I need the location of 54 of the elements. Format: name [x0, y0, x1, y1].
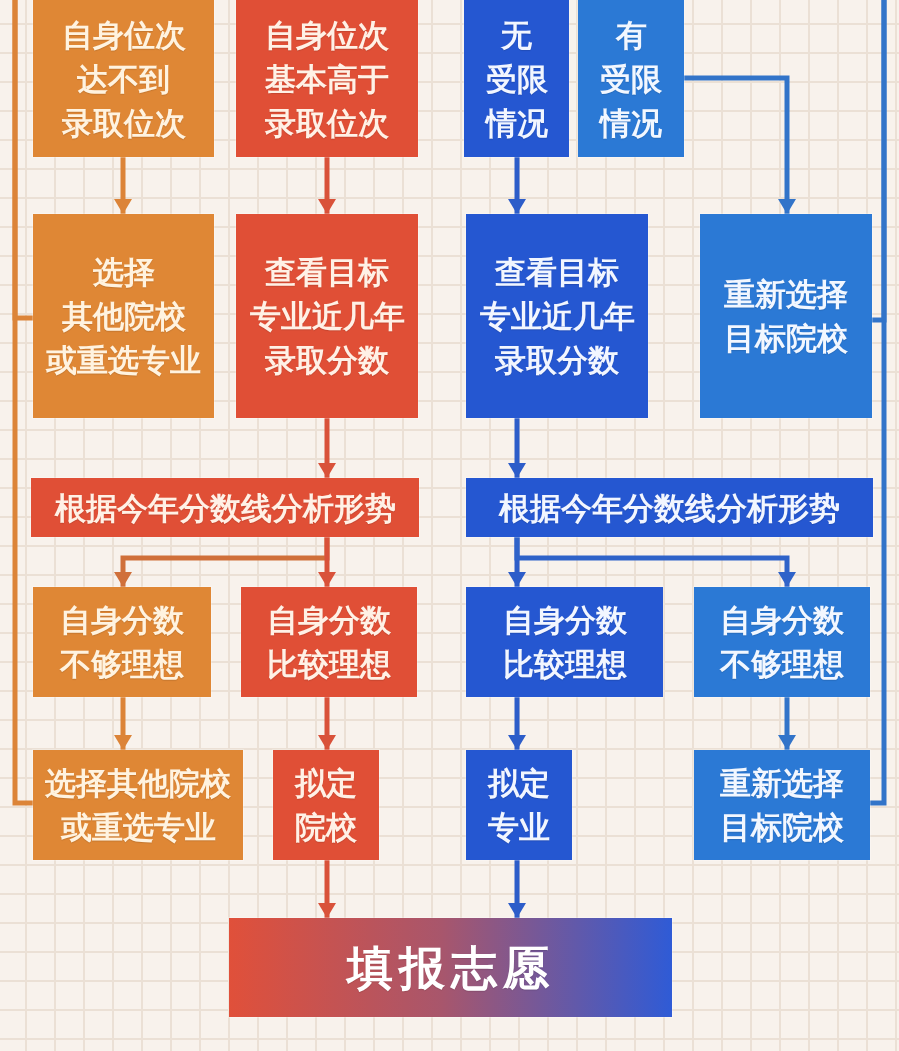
analysis-bar [31, 478, 419, 537]
step-label: 拟定院校 [295, 764, 357, 847]
condition-label: 自身位次基本高于录取位次 [265, 15, 389, 143]
step-box [33, 214, 214, 418]
arrow [318, 418, 336, 478]
step-box [466, 214, 648, 418]
arrow [508, 157, 526, 214]
step-box [694, 750, 870, 860]
analysis-label: 根据今年分数线分析形势 [499, 488, 840, 528]
result-label: 填报志愿 [346, 939, 555, 996]
connector-line [12, 0, 33, 806]
arrow [508, 860, 526, 918]
step-label: 查看目标专业近几年录取分数 [249, 253, 405, 380]
condition-box [694, 587, 870, 697]
arrow [514, 537, 796, 587]
arrow [318, 697, 336, 750]
arrow [318, 860, 336, 918]
condition-label: 自身分数不够理想 [60, 601, 184, 684]
condition-box [33, 587, 211, 697]
arrow [114, 697, 132, 750]
condition-label: 自身分数比较理想 [267, 601, 391, 684]
condition-box [241, 587, 417, 697]
arrow [318, 537, 336, 587]
step-label: 重新选择目标院校 [720, 764, 844, 847]
arrow [778, 697, 796, 750]
result-box [229, 918, 672, 1017]
analysis-label: 根据今年分数线分析形势 [54, 488, 396, 528]
arrow [114, 157, 132, 214]
arrow [508, 418, 526, 478]
step-box [700, 214, 872, 418]
step-label: 拟定专业 [488, 764, 550, 847]
condition-box [236, 0, 418, 157]
condition-box [464, 0, 569, 157]
arrow [508, 697, 526, 750]
arrow [684, 75, 796, 214]
step-label: 选择其他院校或重选专业 [45, 764, 231, 847]
condition-label: 有受限情况 [600, 15, 662, 143]
step-label: 重新选择目标院校 [724, 275, 848, 358]
arrow [318, 157, 336, 214]
condition-label: 自身位次达不到录取位次 [61, 15, 186, 143]
condition-box [33, 0, 214, 157]
step-box [33, 750, 243, 860]
condition-label: 无受限情况 [485, 15, 548, 143]
analysis-bar [466, 478, 873, 537]
condition-label: 自身分数不够理想 [720, 601, 844, 684]
condition-label: 自身分数比较理想 [502, 601, 627, 684]
step-box [273, 750, 379, 860]
step-box [466, 750, 572, 860]
step-box [236, 214, 418, 418]
connector-line [870, 0, 887, 806]
step-label: 选择其他院校或重选专业 [46, 253, 201, 380]
step-label: 查看目标专业近几年录取分数 [479, 253, 635, 380]
condition-box [466, 587, 663, 697]
condition-box [578, 0, 684, 157]
